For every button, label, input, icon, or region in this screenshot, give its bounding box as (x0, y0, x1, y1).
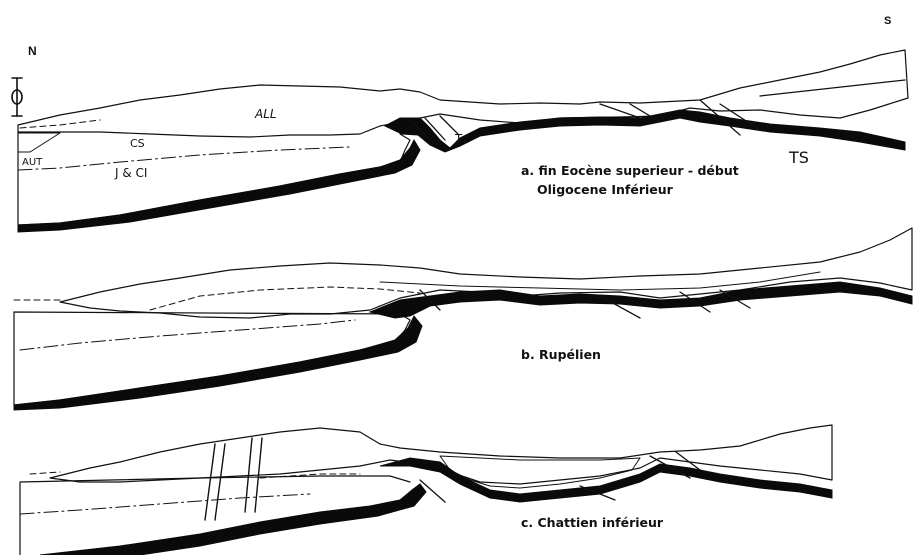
section-b-basal-black-layer (14, 316, 422, 410)
section-b-black-base-right (370, 282, 912, 318)
section-c-dashdot-horizon (20, 494, 310, 514)
section-c-black-base-right (380, 458, 832, 502)
caption-c: c. Chattien inférieur (521, 515, 664, 530)
section-b-hatched-unit (60, 228, 912, 318)
label-all: ALL (254, 107, 277, 121)
label-t: T (454, 132, 463, 146)
north-label: N (28, 44, 37, 58)
section-c: c. Chattien inférieur (20, 425, 832, 555)
label-cs: CS (130, 137, 145, 150)
caption-a-line2: Oligocene Inférieur (537, 182, 674, 197)
caption-a-line1: a. fin Eocène superieur - début (521, 163, 739, 178)
vertical-scale-icon (12, 78, 22, 116)
label-jci: J & CI (114, 166, 147, 180)
section-a-aut-unit (18, 133, 60, 152)
section-a: ALL CS AUT J & CI T TS a. fin Eocène sup… (18, 50, 908, 232)
section-c-vertical-faults (205, 438, 262, 520)
label-ts: TS (788, 148, 809, 167)
section-c-dashed-trace (30, 472, 360, 478)
caption-b: b. Rupélien (521, 347, 601, 362)
section-b: b. Rupélien (14, 228, 912, 410)
section-b-dashdot-horizon (20, 320, 355, 350)
label-aut: AUT (22, 157, 43, 168)
south-label: S (884, 15, 891, 27)
section-c-basal-black-layer (40, 484, 426, 555)
section-a-dashdot-horizon (18, 147, 350, 170)
